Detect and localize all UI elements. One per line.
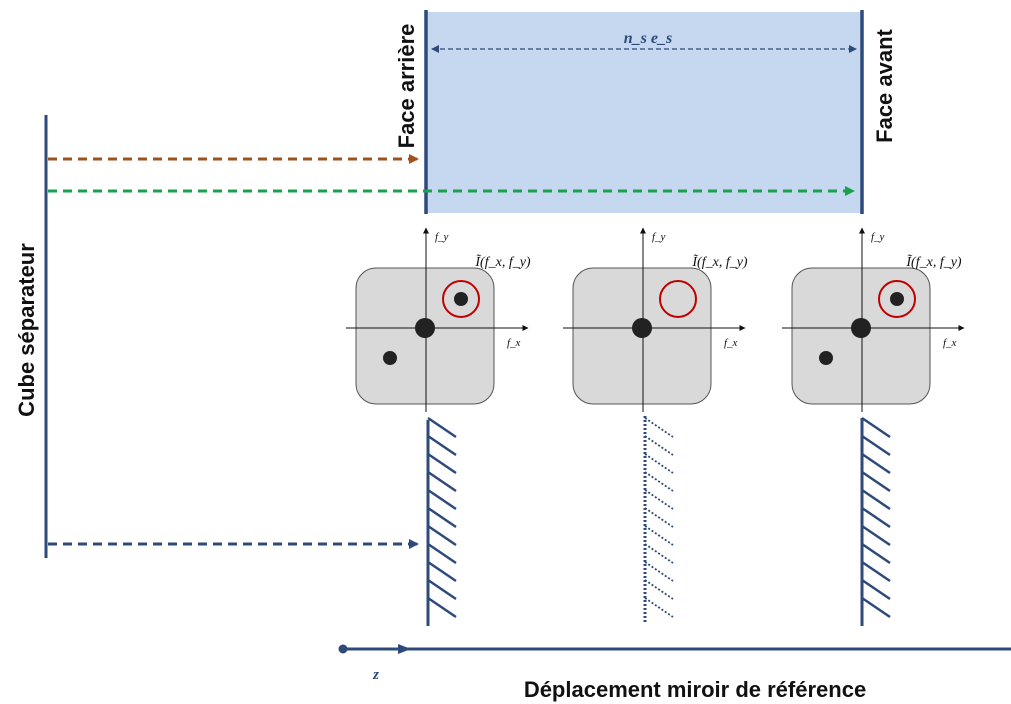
caption: Déplacement miroir de référence bbox=[524, 677, 866, 702]
back-face-label: Face arrière bbox=[394, 24, 419, 149]
fx-label: f_x bbox=[943, 337, 957, 349]
spectrum-panel-1: f_y f_x Ĩ(f_x, f_y) bbox=[346, 227, 531, 412]
fx-label: f_x bbox=[724, 337, 738, 349]
fy-label: f_y bbox=[652, 231, 666, 243]
reference-mirror-position-1 bbox=[426, 416, 457, 626]
mirror-hatching bbox=[427, 416, 457, 619]
spectrum-panel-2: f_y f_x Ĩ(f_x, f_y) bbox=[563, 227, 748, 412]
z-axis-arrow bbox=[398, 644, 411, 654]
spectrum-title: Ĩ(f_x, f_y) bbox=[691, 253, 748, 270]
fy-label: f_y bbox=[871, 231, 885, 243]
reference-mirror-position-3 bbox=[860, 416, 891, 626]
spectrum-title: Ĩ(f_x, f_y) bbox=[905, 253, 962, 270]
spectrum-title: Ĩ(f_x, f_y) bbox=[474, 253, 531, 270]
mirror-hatching bbox=[644, 417, 674, 618]
filter-circle bbox=[442, 280, 480, 318]
beam-splitter-label: Cube séparateur bbox=[14, 243, 39, 417]
order-minus-one-dot bbox=[819, 351, 833, 365]
order-zero-dot bbox=[632, 318, 652, 338]
optical-thickness-label: n_s e_s bbox=[624, 30, 672, 47]
order-plus-one-dot bbox=[454, 292, 468, 306]
fx-label: f_x bbox=[507, 337, 521, 349]
filter-circle bbox=[878, 280, 916, 318]
order-zero-dot bbox=[851, 318, 871, 338]
order-minus-one-dot bbox=[383, 351, 397, 365]
filter-circle bbox=[659, 280, 697, 318]
z-axis-label: z bbox=[372, 667, 379, 683]
order-plus-one-dot bbox=[890, 292, 904, 306]
spectrum-panel-3: f_y f_x Ĩ(f_x, f_y) bbox=[782, 227, 965, 412]
order-zero-dot bbox=[415, 318, 435, 338]
reference-mirror-position-2 bbox=[643, 416, 674, 624]
fy-label: f_y bbox=[435, 231, 449, 243]
front-face-label: Face avant bbox=[872, 28, 897, 142]
mirror-hatching bbox=[861, 416, 891, 619]
